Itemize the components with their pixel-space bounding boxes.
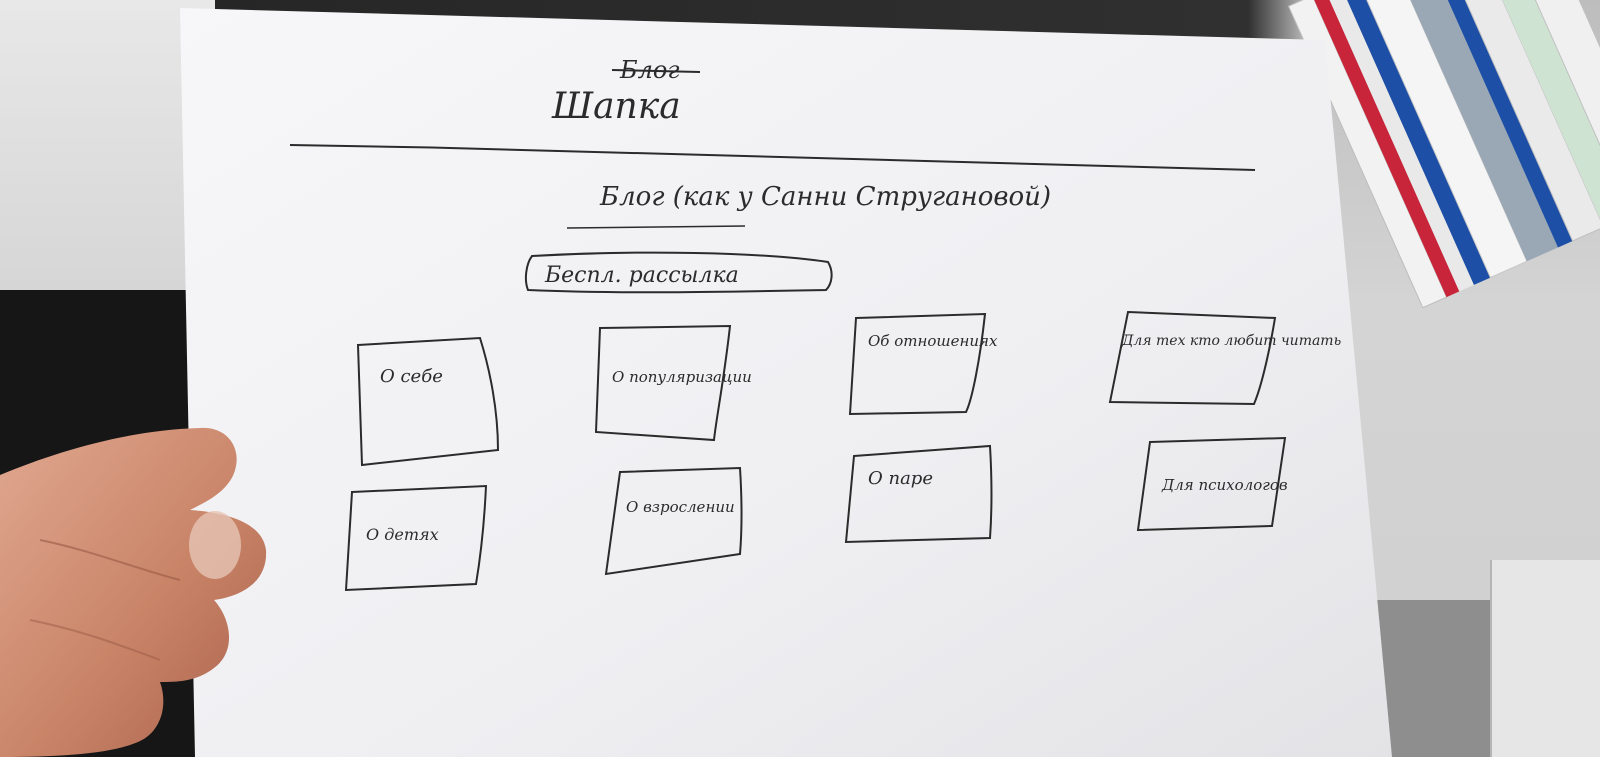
book-blue-2 <box>1423 0 1573 248</box>
blog-title: Блог (как у Санни Стругановой) <box>599 182 1051 212</box>
paper-sheet <box>180 8 1392 757</box>
finger-crease <box>39 539 181 581</box>
card-label-2: О популяризации <box>612 368 752 386</box>
hand-skin <box>0 427 267 757</box>
title-underline <box>566 225 746 229</box>
hand <box>0 427 267 757</box>
book-green <box>1469 0 1600 228</box>
finger-crease-2 <box>29 619 161 661</box>
card-label-5: О детях <box>366 525 439 544</box>
book-white-2 <box>1325 0 1474 292</box>
subscribe-box <box>524 251 833 294</box>
card-box-8 <box>1136 436 1287 532</box>
card-box-7 <box>844 444 993 544</box>
book-grey <box>1392 0 1558 262</box>
card-box-1 <box>356 336 500 467</box>
card-box-2 <box>594 324 732 442</box>
card-box-4 <box>1108 310 1277 406</box>
card-label-4: Для тех кто любит читать <box>1121 333 1341 349</box>
card-label-3: Об отношениях <box>868 332 998 350</box>
subscribe-box-label: Беспл. рассылка <box>544 263 739 288</box>
book-blue <box>1339 0 1491 285</box>
strikethrough-line <box>611 69 701 73</box>
card-box-3 <box>848 312 987 416</box>
book-white-5 <box>1496 0 1600 216</box>
header-text: Шапка <box>551 86 681 127</box>
thumbnail <box>189 511 241 579</box>
card-label-7: О паре <box>868 468 933 489</box>
card-box-5 <box>344 484 488 592</box>
card-box-6 <box>604 466 743 576</box>
background-wall <box>0 0 215 290</box>
card-label-1: О себе <box>380 366 443 387</box>
background-shelf <box>1490 560 1600 757</box>
card-label-6: О взрослении <box>626 498 735 516</box>
card-label-8: Для психологов <box>1161 476 1288 494</box>
book-red <box>1312 0 1460 298</box>
